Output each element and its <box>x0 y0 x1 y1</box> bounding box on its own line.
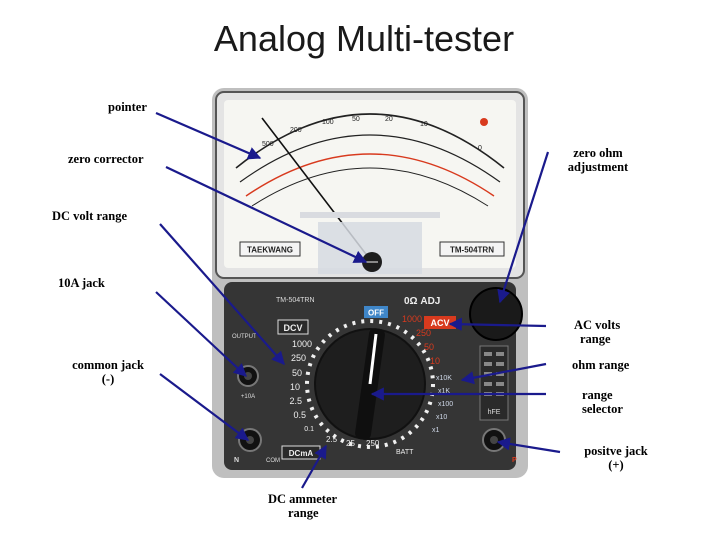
label-ohm-range: ohm range <box>572 358 630 372</box>
label-range-selector-line1: range <box>582 388 613 402</box>
dcma-range-250: 250 <box>366 439 380 448</box>
dcv-label: DCV <box>283 323 302 333</box>
com-label: COM <box>266 458 280 464</box>
acv-scale-arc <box>245 153 495 197</box>
ohm-range-x1k: x1K <box>438 388 450 395</box>
label-dc-ammeter-range: DC ammeter range <box>268 492 337 520</box>
p-label: P <box>512 457 517 464</box>
label-common-jack-line2: (-) <box>101 372 115 386</box>
label-ac-volts-line2: range <box>580 332 611 346</box>
label-zero-ohm-line2: adjustment <box>567 160 629 174</box>
label-positive-jack-line2: (+) <box>608 458 624 472</box>
dcv-range-0.1: 0.1 <box>304 426 314 433</box>
ohm-range-x1: x1 <box>432 427 440 434</box>
dial-ticks <box>305 319 435 449</box>
arrow-10a-jack <box>155 291 247 377</box>
label-range-selector-line2: selector <box>582 402 623 416</box>
arrow-positive-jack <box>496 437 561 454</box>
dcv-range-2.5: 2.5 <box>289 396 302 406</box>
label-dc-ammeter-line2: range <box>288 506 319 520</box>
arrow-zero-ohm <box>497 151 550 304</box>
acv-label: ACV <box>430 318 449 328</box>
arrow-common-jack <box>159 373 250 441</box>
arrow-zero-corrector <box>165 166 368 263</box>
scale-number-500: 500 <box>262 141 274 148</box>
label-positive-jack-line1: positve jack <box>584 444 648 458</box>
indicator-dot <box>480 118 488 126</box>
meter-face <box>224 100 516 268</box>
zero-ohm-adjust-knob[interactable] <box>469 287 523 341</box>
dcv-range-250: 250 <box>291 353 306 363</box>
off-label: OFF <box>368 309 384 318</box>
label-10a-jack: 10A jack <box>58 276 105 290</box>
output-label: OUTPUT <box>232 334 257 340</box>
n-label: N <box>234 457 239 464</box>
ohm-range-x10k: x10K <box>436 375 452 382</box>
label-ac-volts-line1: AC volts <box>574 318 621 332</box>
arrow-ac-volts <box>448 317 547 331</box>
label-zero-ohm-line1: zero ohm <box>573 146 623 160</box>
multimeter-body: 500 200 100 50 20 10 0 TAEKWANG TM-504TR… <box>212 88 528 478</box>
label-range-selector: range selector <box>582 388 623 416</box>
label-common-jack-line1: common jack <box>72 358 144 372</box>
mirror-strip <box>300 212 440 218</box>
db-scale-arc <box>251 167 489 207</box>
label-zero-ohm-adjustment: zero ohm adjustment <box>548 146 648 174</box>
label-pointer: pointer <box>108 100 147 114</box>
acv-range-250: 250 <box>416 328 431 338</box>
zero-adj-label: 0Ω ADJ <box>404 296 440 307</box>
panel-model-label: TM-504TRN <box>276 297 315 304</box>
dcv-scale-arc <box>239 134 501 183</box>
arrow-dc-volt-range <box>159 223 285 365</box>
scale-number-200: 200 <box>290 127 302 134</box>
dcv-range-1000: 1000 <box>292 339 312 349</box>
scale-number-10: 10 <box>420 121 428 128</box>
annotation-arrows <box>155 111 561 489</box>
scale-number-50: 50 <box>352 116 360 123</box>
label-common-jack: common jack (-) <box>58 358 158 386</box>
acv-range-1000: 1000 <box>402 314 422 324</box>
brand-label: TAEKWANG <box>247 246 293 255</box>
label-ac-volts-range: AC volts range <box>574 318 620 346</box>
ohm-range-x100: x100 <box>438 401 453 408</box>
dcma-label: DCmA <box>289 449 314 458</box>
dcv-range-0.5: 0.5 <box>293 410 306 420</box>
dcma-range-2.5: 2.5 <box>326 435 338 444</box>
scale-numbers: 500 200 100 50 20 10 0 <box>262 116 482 152</box>
scale-number-100: 100 <box>322 119 334 126</box>
label-dc-volt-range: DC volt range <box>52 209 127 223</box>
selector-pointer-mark <box>368 333 378 385</box>
arrow-ohm-range <box>460 362 547 385</box>
arrow-dc-ammeter <box>301 444 327 489</box>
dcv-range-10: 10 <box>290 382 300 392</box>
model-label: TM-504TRN <box>450 246 494 255</box>
acv-range-10: 10 <box>430 356 440 366</box>
ohm-scale-arc <box>235 113 505 169</box>
dcv-range-50: 50 <box>292 368 302 378</box>
arrow-pointer <box>155 111 262 160</box>
label-zero-corrector: zero corrector <box>68 152 144 166</box>
hfe-label: hFE <box>488 409 501 416</box>
batt-label: BATT <box>396 449 414 456</box>
ten-a-label: +10A <box>241 394 255 400</box>
acv-range-50: 50 <box>424 342 434 352</box>
label-positive-jack: positve jack (+) <box>568 444 664 472</box>
page-title: Analog Multi-tester <box>213 18 515 59</box>
ohm-range-x10: x10 <box>436 414 447 421</box>
label-dc-ammeter-line1: DC ammeter <box>268 492 338 506</box>
scale-number-20: 20 <box>385 116 393 123</box>
scale-number-0: 0 <box>478 145 482 152</box>
